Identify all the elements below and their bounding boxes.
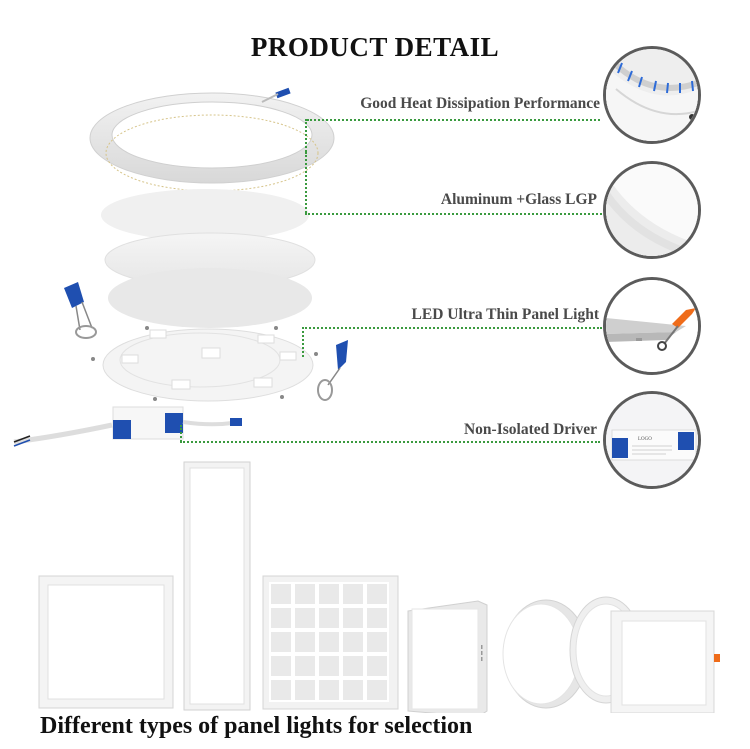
spring-clip-right-icon bbox=[317, 340, 348, 401]
exploded-panel-diagram bbox=[13, 87, 348, 447]
diffuser-icon bbox=[101, 189, 309, 241]
surface-square-icon bbox=[407, 600, 488, 713]
led-strip-icon bbox=[105, 114, 319, 192]
callout-ultra-thin: LED Ultra Thin Panel Light bbox=[411, 306, 599, 323]
square-panel-icon bbox=[38, 575, 174, 709]
lgp-edge-closeup-icon bbox=[603, 161, 701, 259]
connector-heat-v bbox=[305, 119, 307, 152]
spring-clip-left-icon bbox=[64, 282, 97, 339]
connector-driver bbox=[180, 441, 600, 443]
frame-ring-icon bbox=[89, 87, 335, 184]
rectangular-panel-icon bbox=[183, 461, 251, 711]
connector-driver-v bbox=[180, 425, 182, 442]
callout-heat-dissipation: Good Heat Dissipation Performance bbox=[360, 95, 600, 112]
driver-closeup-icon: LOGO bbox=[603, 391, 701, 489]
grille-panel-icon bbox=[262, 575, 399, 710]
back-plate-icon bbox=[102, 328, 314, 402]
driver-logo-text: LOGO bbox=[638, 437, 652, 442]
led-driver-icon bbox=[13, 406, 242, 447]
connector-lgp-v bbox=[305, 152, 307, 213]
footer-caption: Different types of panel lights for sele… bbox=[40, 713, 473, 739]
connector-heat bbox=[307, 119, 600, 121]
surface-round-icon bbox=[502, 599, 589, 709]
spring-clip-closeup-icon bbox=[603, 277, 701, 375]
callout-driver: Non-Isolated Driver bbox=[463, 421, 597, 438]
reflector-icon bbox=[108, 268, 312, 328]
connector-thin bbox=[302, 327, 602, 329]
recessed-square-icon bbox=[610, 610, 720, 713]
connector-lgp bbox=[305, 213, 602, 215]
heat-sink-closeup-icon bbox=[603, 46, 701, 144]
product-range-illustration bbox=[38, 461, 720, 713]
callout-aluminum-glass: Aluminum +Glass LGP bbox=[440, 191, 597, 208]
page-title: PRODUCT DETAIL bbox=[250, 32, 500, 62]
connector-thin-v bbox=[302, 327, 304, 357]
